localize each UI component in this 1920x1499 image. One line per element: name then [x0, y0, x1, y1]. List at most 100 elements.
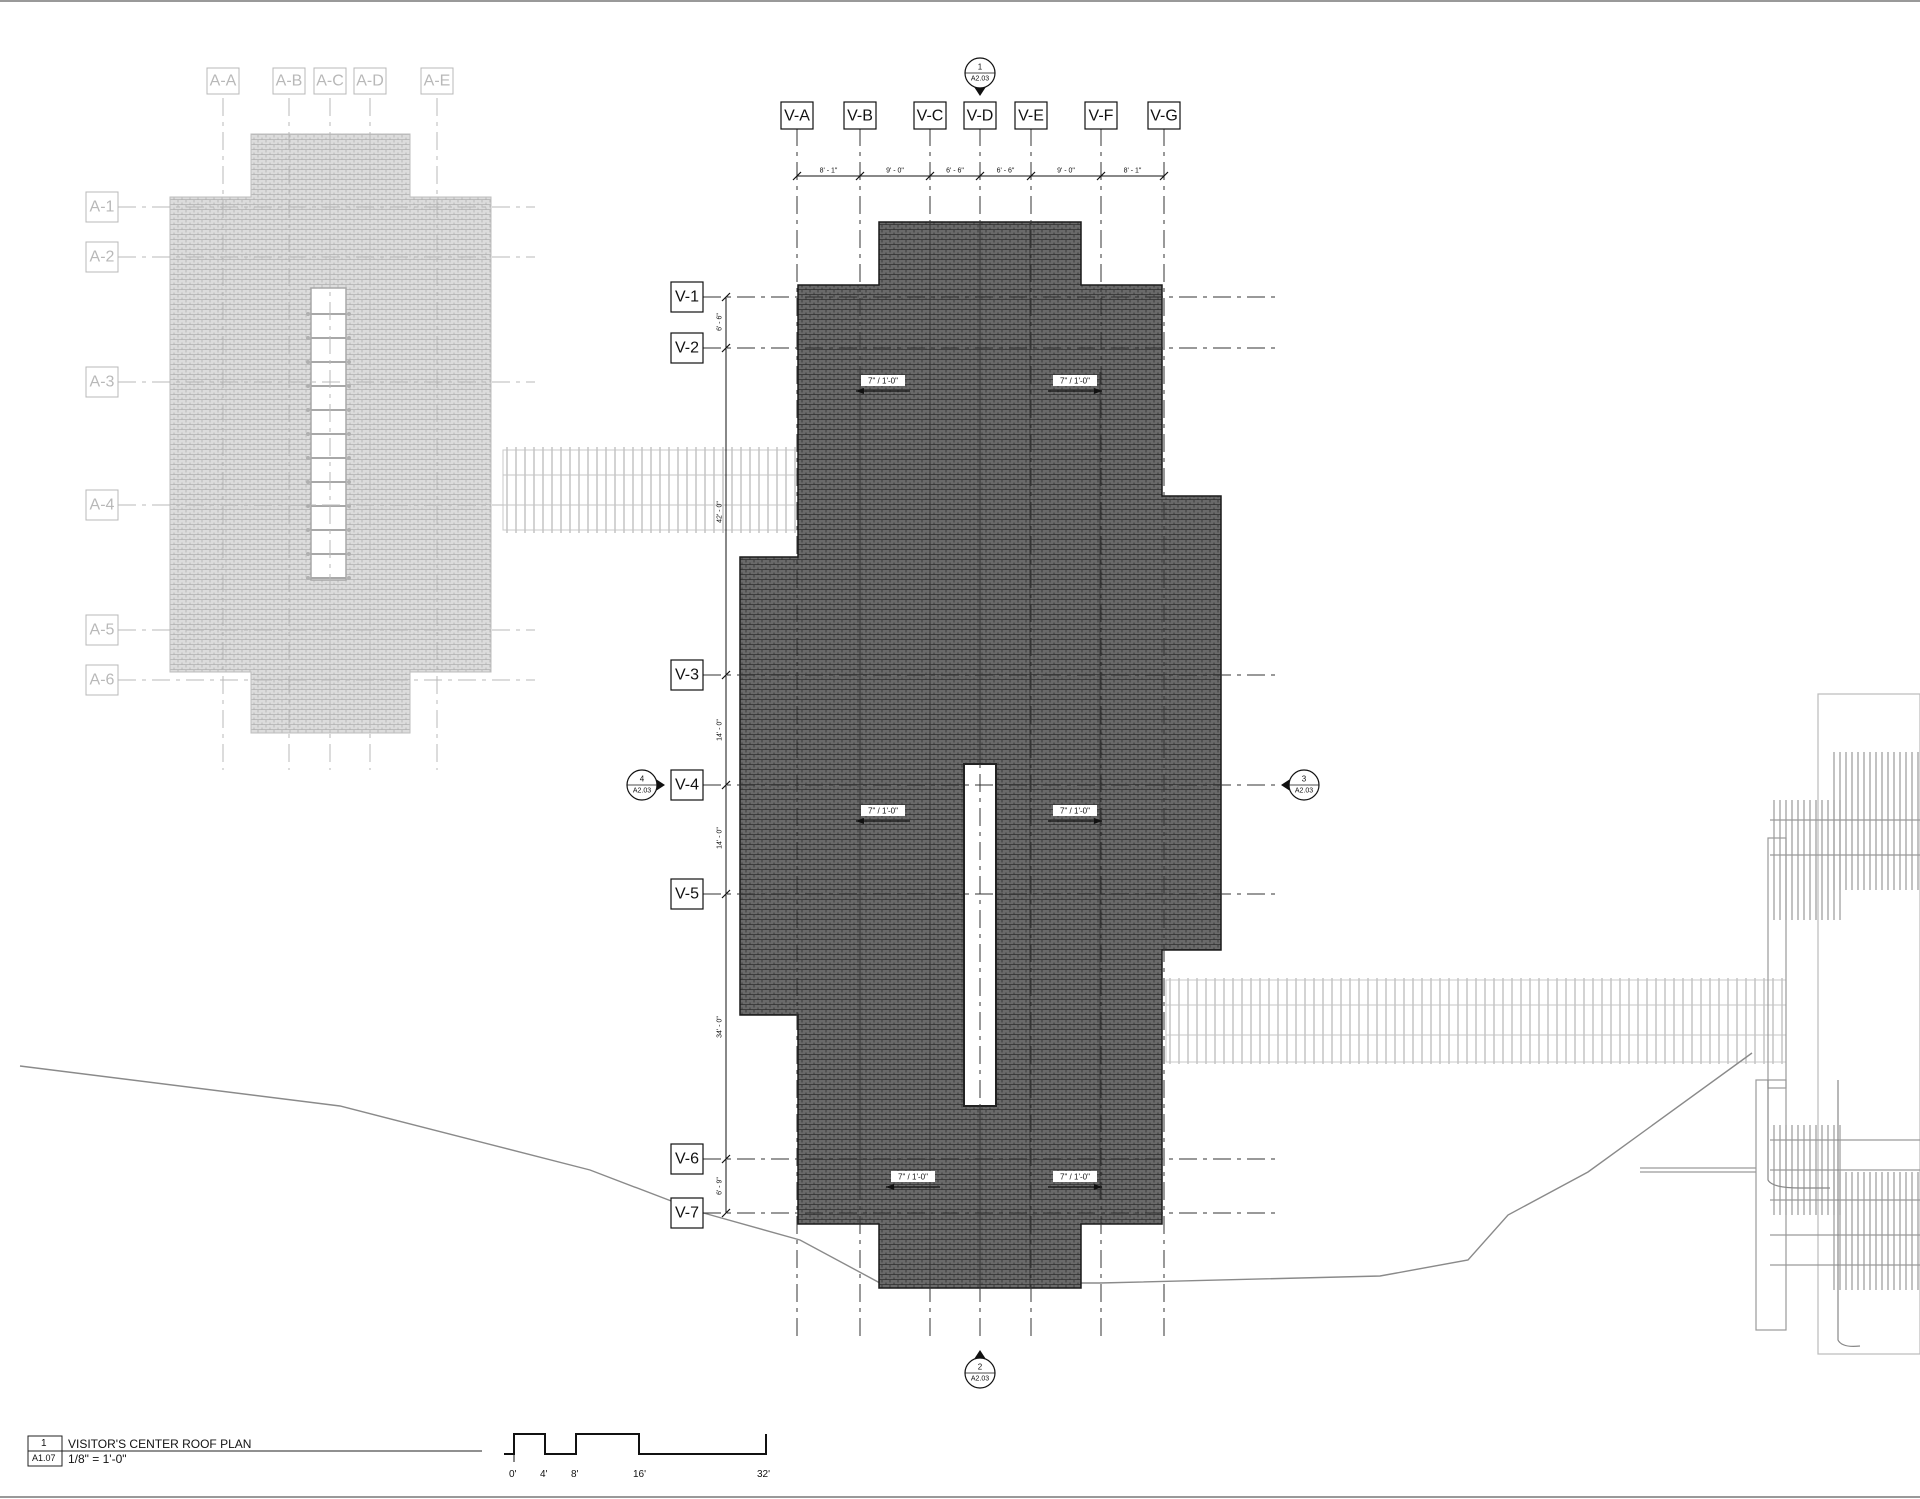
dim-tick	[1159, 171, 1169, 181]
slope-label: 7" / 1'-0"	[898, 1173, 928, 1182]
col-dim-label: 9' - 0"	[886, 168, 904, 175]
slope-label: 7" / 1'-0"	[868, 377, 898, 386]
slope-label: 7" / 1'-0"	[1060, 1173, 1090, 1182]
grid-label-v-f: V-F	[1089, 108, 1114, 125]
aux-skylight-bolt	[306, 528, 310, 532]
aux-skylight-bolt	[306, 360, 310, 364]
aux-skylight-bolt	[306, 408, 310, 412]
aux-grid-bubble	[85, 191, 119, 223]
grid-label-v-e: V-E	[1018, 108, 1044, 125]
slope-label: 7" / 1'-0"	[868, 807, 898, 816]
scale-label-4: 4'	[540, 1469, 548, 1480]
section-marker-sheet: A2.03	[633, 788, 651, 795]
scale-bar	[504, 1433, 767, 1462]
aux-skylight-bolt	[306, 384, 310, 388]
aux-skylight-bolt	[306, 504, 310, 508]
slope-label: 7" / 1'-0"	[1060, 807, 1090, 816]
grid-bubble	[1084, 101, 1118, 130]
grid-bubble	[1147, 101, 1181, 130]
aux-grid-label-a-2: A-2	[90, 249, 115, 266]
grid-label-v-g: V-G	[1150, 108, 1178, 125]
grid-bubble	[670, 1143, 704, 1175]
east-pergola	[1640, 693, 1920, 1355]
slope-label-bg	[1053, 805, 1097, 816]
grid-bubble	[670, 332, 704, 364]
aux-skylight-bolt	[347, 360, 351, 364]
dimensions: 8' - 1"9' - 0"6' - 6"6' - 6"9' - 0"8' - …	[717, 168, 1169, 1218]
dim-tick	[1026, 171, 1036, 181]
aux-skylight-bolt	[306, 576, 310, 580]
row-dim-label: 34' - 0"	[717, 1016, 724, 1038]
aux-skylight-bolt	[306, 456, 310, 460]
aux-skylight-bolt	[347, 528, 351, 532]
aux-grid-bubble	[420, 67, 454, 95]
aux-skylight-bolt	[347, 576, 351, 580]
grid-label-v-6: V-6	[675, 1151, 699, 1168]
aux-grid-bubble	[85, 614, 119, 646]
aux-skylight-bolt	[347, 552, 351, 556]
aux-grid-bubble	[85, 664, 119, 696]
dim-tick	[721, 670, 731, 680]
scale-label-8: 8'	[571, 1469, 579, 1480]
aux-skylight-bolt	[347, 480, 351, 484]
aux-grid-bubble	[206, 67, 240, 95]
drawing-title: VISITOR'S CENTER ROOF PLAN	[68, 1437, 252, 1451]
slope-label-bg	[1053, 375, 1097, 386]
boardwalk-west	[502, 447, 801, 533]
grid-bubble	[913, 101, 947, 130]
row-dim-label: 6' - 9"	[717, 1177, 724, 1195]
aux-skylight-bolt	[347, 456, 351, 460]
aux-skylight-bolt	[306, 432, 310, 436]
drawing-scale: 1/8" = 1'-0"	[68, 1452, 127, 1466]
dim-tick	[855, 171, 865, 181]
aux-skylight-bolt	[306, 336, 310, 340]
grid-bubble	[670, 878, 704, 910]
slope-arrowhead	[1094, 388, 1102, 394]
grid-label-v-3: V-3	[675, 667, 699, 684]
slope-arrows: 7" / 1'-0" 7" / 1'-0" 7" / 1'-0" 7" / 1'-0"…	[856, 375, 1102, 1190]
boardwalk-east	[1165, 978, 1787, 1064]
grid-label-v-4: V-4	[675, 777, 699, 794]
grid-label-v-1: V-1	[675, 289, 699, 306]
aux-grid-label-a-c: A-C	[316, 73, 344, 90]
aux-skylight	[306, 287, 351, 581]
aux-skylight-bolt	[347, 432, 351, 436]
slope-label-bg	[1053, 1171, 1097, 1182]
grid-bubble	[780, 101, 814, 130]
title-block	[27, 1433, 767, 1467]
dim-tick	[1096, 171, 1106, 181]
sheet-reference: A1.07	[32, 1453, 56, 1463]
section-marker-number: 3	[1302, 775, 1307, 784]
slope-arrowhead	[1094, 1184, 1102, 1190]
section-marker-number: 2	[978, 1363, 983, 1372]
drawing-number: 1	[41, 1438, 47, 1449]
aux-grid-bubble	[85, 366, 119, 398]
col-dim-label: 6' - 6"	[997, 168, 1015, 175]
dim-tick	[975, 171, 985, 181]
grid-label-v-d: V-D	[967, 108, 994, 125]
aux-skylight-bolt	[347, 384, 351, 388]
grid-label-v-b: V-B	[847, 108, 873, 125]
aux-skylight-bolt	[347, 336, 351, 340]
aux-skylight-bolt	[306, 312, 310, 316]
slope-arrowhead	[1094, 818, 1102, 824]
grid-label-v-2: V-2	[675, 340, 699, 357]
aux-grid-bubble	[272, 67, 306, 95]
aux-grid-label-a-1: A-1	[90, 199, 115, 216]
scale-label-16: 16'	[633, 1469, 647, 1480]
col-dim-label: 8' - 1"	[820, 168, 838, 175]
dim-tick	[721, 889, 731, 899]
col-dim-label: 8' - 1"	[1124, 168, 1142, 175]
slope-label-bg	[861, 805, 905, 816]
section-marker-number: 1	[978, 63, 983, 72]
section-marker-number: 4	[640, 775, 645, 784]
slope-label-bg	[861, 375, 905, 386]
slope-label: 7" / 1'-0"	[1060, 377, 1090, 386]
row-dim-label: 14' - 0"	[717, 719, 724, 741]
row-dim-label: 42' - 0"	[717, 501, 724, 523]
aux-skylight-bolt	[306, 552, 310, 556]
row-dim-label: 6' - 6"	[717, 313, 724, 331]
